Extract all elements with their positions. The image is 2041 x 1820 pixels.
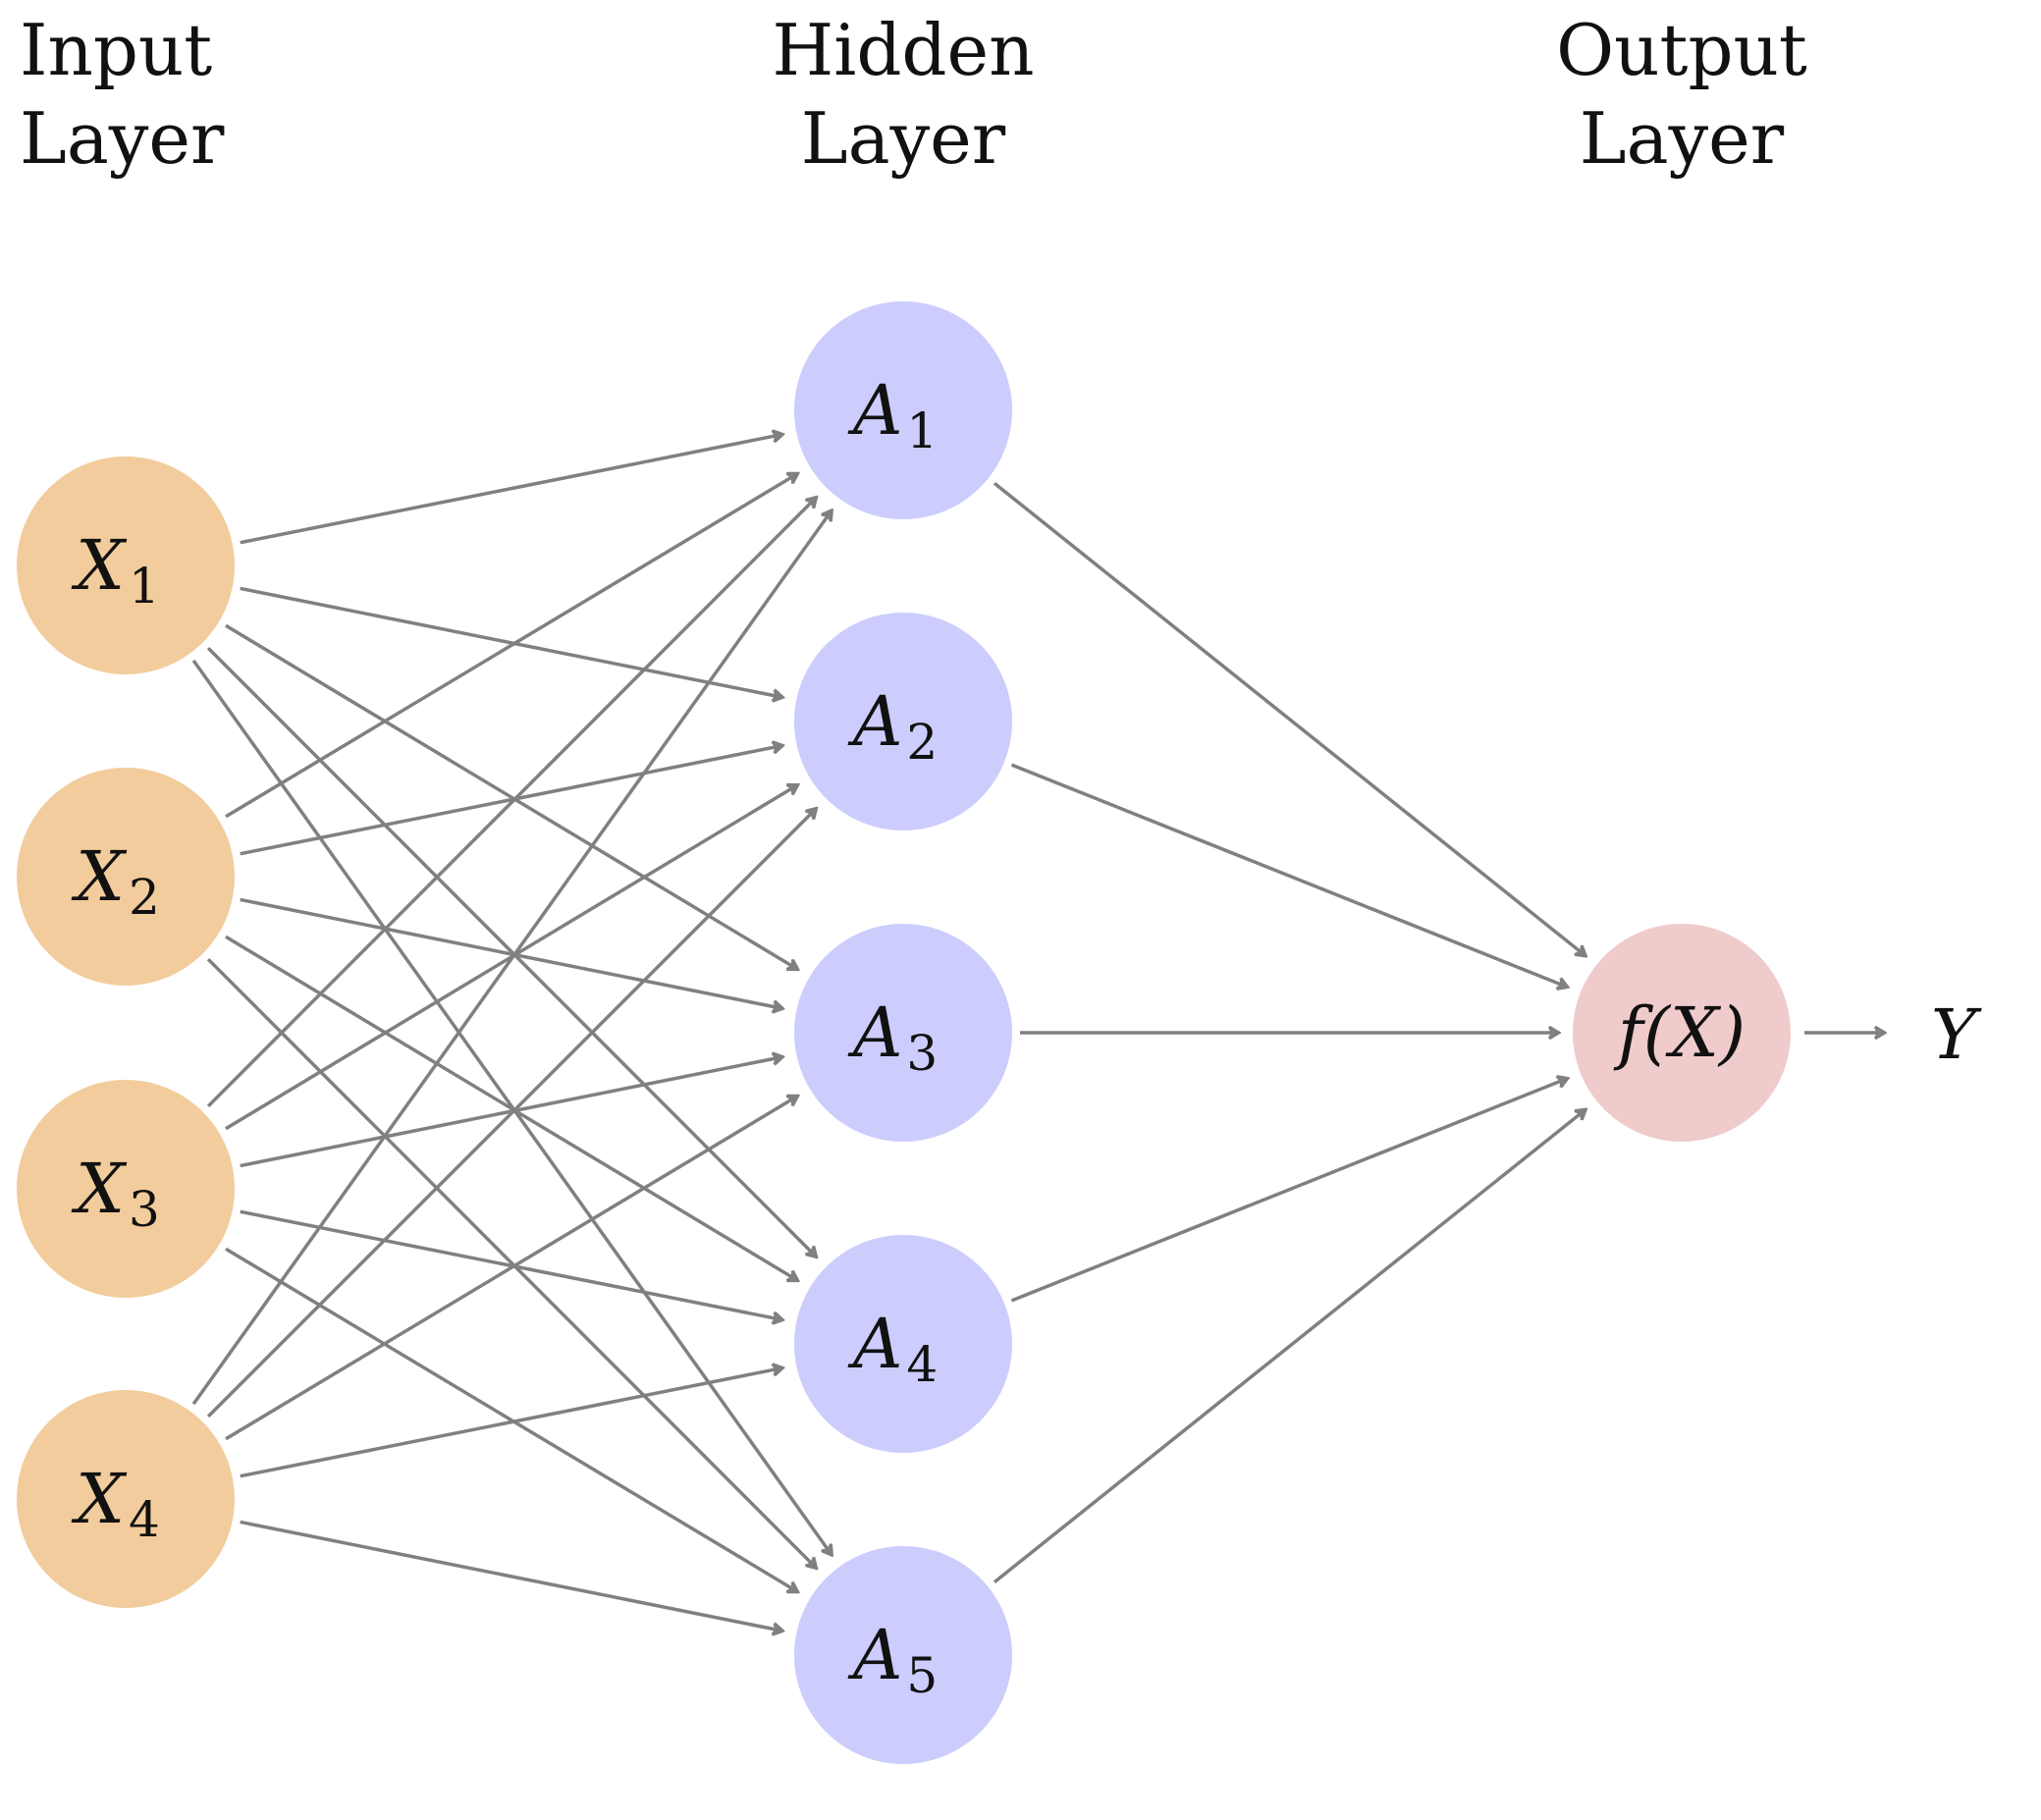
- edge-x1-a1: [240, 434, 783, 545]
- hidden-node-2-label: A2: [847, 681, 938, 771]
- edge-x4-a5: [240, 1520, 783, 1631]
- hidden-layer-title-line2: Layer: [801, 97, 1006, 180]
- hidden-node-5: A5: [794, 1546, 1012, 1764]
- hidden-node-2-circle: [794, 613, 1012, 830]
- input-node-1: X1: [17, 456, 235, 674]
- edge-x4-a2: [206, 808, 816, 1419]
- hidden-node-5-label-sub: 5: [906, 1647, 938, 1704]
- hidden-node-3-label-sub: 3: [906, 1025, 938, 1082]
- hidden-node-1-label-base: A: [847, 370, 903, 451]
- output-node-circle: [1573, 924, 1791, 1142]
- hidden-layer-title-line1: Hidden: [773, 9, 1035, 91]
- edge-a4-output: [1010, 1078, 1567, 1303]
- output-layer-title: Output Layer: [1556, 9, 1807, 180]
- hidden-node-5-label: A5: [847, 1615, 938, 1704]
- hidden-layer-title: Hidden Layer: [773, 9, 1035, 180]
- edge-x3-a1: [206, 497, 817, 1108]
- input-layer-title: Input Layer: [20, 9, 225, 180]
- hidden-node-3-circle: [794, 924, 1012, 1142]
- input-layer-title-line1: Input: [20, 9, 212, 91]
- output-node: f(X): [1573, 924, 1791, 1142]
- edge-x2-a1: [225, 473, 798, 819]
- hidden-node-1-label: A1: [847, 370, 938, 459]
- hidden-node-5-circle: [794, 1546, 1012, 1764]
- hidden-node-1-label-sub: 1: [906, 402, 938, 459]
- input-node-3-circle: [17, 1080, 235, 1298]
- input-node-2: X2: [17, 768, 235, 986]
- input-node-1-label-base: X: [71, 525, 128, 606]
- input-node-4-label: X4: [71, 1459, 160, 1548]
- input-node-3-label: X3: [71, 1149, 160, 1238]
- hidden-node-2-label-base: A: [847, 681, 903, 762]
- edge-x4-a4: [240, 1367, 783, 1478]
- output-layer-title-line1: Output: [1556, 9, 1807, 91]
- result-label: Y: [1931, 994, 1982, 1075]
- hidden-node-4-circle: [794, 1235, 1012, 1453]
- input-node-4: X4: [17, 1390, 235, 1608]
- hidden-node-2: A2: [794, 613, 1012, 830]
- edge-x2-a3: [240, 897, 783, 1008]
- edge-x4-a3: [225, 1096, 798, 1441]
- hidden-node-3-label: A3: [847, 992, 938, 1082]
- edge-x4-a1: [191, 510, 832, 1406]
- edge-x1-a3: [225, 623, 798, 969]
- edge-x2-a2: [240, 745, 783, 856]
- input-node-3-label-base: X: [71, 1149, 128, 1229]
- output-layer-title-line2: Layer: [1580, 97, 1785, 180]
- hidden-node-1: A1: [794, 301, 1012, 519]
- hidden-node-2-label-sub: 2: [906, 714, 938, 771]
- connections: [191, 434, 1885, 1631]
- edge-a2-output: [1010, 763, 1567, 987]
- hidden-node-4: A4: [794, 1235, 1012, 1453]
- edge-x2-a5: [206, 957, 817, 1568]
- edge-a5-output: [993, 1109, 1585, 1584]
- input-node-4-circle: [17, 1390, 235, 1608]
- hidden-node-4-label-base: A: [847, 1304, 903, 1384]
- input-node-4-label-sub: 4: [129, 1491, 160, 1548]
- hidden-node-3: A3: [794, 924, 1012, 1142]
- hidden-node-1-circle: [794, 301, 1012, 519]
- input-node-4-label-base: X: [71, 1459, 128, 1539]
- hidden-node-5-label-base: A: [847, 1615, 903, 1695]
- input-node-1-label: X1: [71, 525, 160, 615]
- input-node-2-circle: [17, 768, 235, 986]
- input-layer-title-line2: Layer: [20, 97, 225, 180]
- edge-a1-output: [993, 481, 1585, 956]
- output-node-label: f(X): [1613, 992, 1746, 1073]
- input-node-1-label-sub: 1: [129, 558, 160, 615]
- hidden-node-3-label-base: A: [847, 992, 903, 1073]
- hidden-node-4-label: A4: [847, 1304, 938, 1393]
- input-node-2-label: X2: [71, 836, 160, 926]
- hidden-node-4-label-sub: 4: [906, 1336, 938, 1393]
- input-node-2-label-base: X: [71, 836, 128, 917]
- input-node-3-label-sub: 3: [129, 1181, 160, 1238]
- input-node-1-circle: [17, 456, 235, 674]
- edge-x1-a2: [240, 586, 783, 697]
- edge-x2-a4: [225, 935, 798, 1280]
- input-node-2-label-sub: 2: [129, 869, 160, 926]
- input-node-3: X3: [17, 1080, 235, 1298]
